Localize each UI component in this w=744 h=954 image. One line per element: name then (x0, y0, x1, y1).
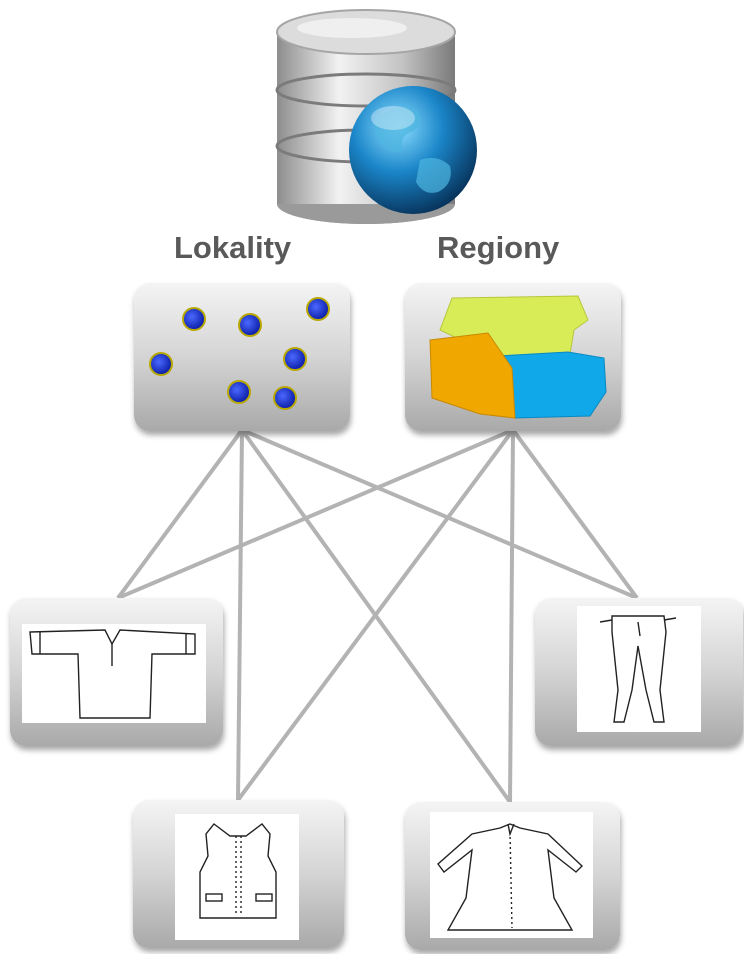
vest-node (133, 800, 344, 948)
edge-regiony-shirt (117, 428, 514, 600)
coat-node (405, 802, 620, 950)
edge-regiony-coat (508, 429, 515, 803)
regiony-node (405, 283, 621, 431)
edge-regiony-vest (236, 428, 515, 802)
globe-icon (349, 86, 477, 214)
regiony-label: Regiony (437, 230, 560, 265)
vest-drawing-icon (199, 823, 277, 919)
database-globe-icon (275, 9, 477, 224)
trousers-drawing-icon (599, 615, 677, 723)
trousers-node (535, 598, 743, 746)
coat-drawing-icon (437, 823, 584, 931)
edge-lokality-trousers (241, 428, 638, 600)
lokality-node (134, 283, 350, 431)
map-regions-icon (429, 295, 607, 419)
map-points-icon (149, 297, 330, 410)
edge-lokality-shirt (116, 428, 244, 600)
connection-lines (116, 428, 639, 804)
edge-lokality-vest (236, 429, 244, 801)
shirt-node (10, 598, 223, 746)
shirt-drawing-icon (29, 629, 196, 719)
lokality-label: Lokality (174, 230, 292, 265)
edge-regiony-trousers (511, 428, 639, 600)
